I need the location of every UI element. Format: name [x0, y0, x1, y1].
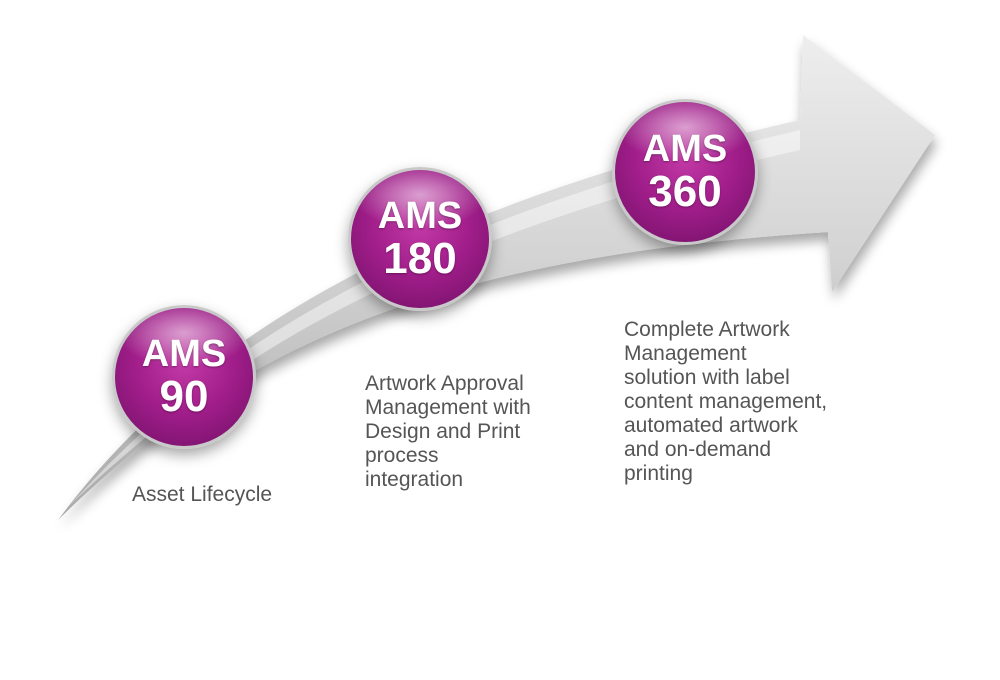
badge-label-product: AMS	[141, 333, 227, 375]
description-line: Complete Artwork	[624, 318, 790, 341]
badge-label-product: AMS	[642, 128, 728, 170]
ams-90-badge: AMS 90	[112, 305, 256, 449]
description-line: Management with	[365, 396, 531, 419]
badge-label-level: 360	[648, 167, 722, 216]
badge-label-product: AMS	[377, 195, 463, 237]
description-line: printing	[624, 462, 693, 485]
description-line: Management	[624, 342, 747, 365]
badge-label-level: 90	[159, 372, 209, 421]
ams-180-badge: AMS 180	[348, 167, 492, 311]
description-line: Asset Lifecycle	[132, 483, 273, 506]
description-line: process	[365, 444, 439, 467]
description-line: and on-demand	[624, 438, 772, 461]
description-line: content management,	[624, 390, 828, 413]
ams-180-description: Artwork Approval Management with Design …	[365, 372, 595, 492]
ams-360-badge: AMS 360	[612, 99, 758, 245]
description-line: Design and Print	[365, 420, 521, 443]
description-line: integration	[365, 468, 464, 491]
ams-90-description: Asset Lifecycle	[132, 483, 332, 507]
ams-360-description: Complete Artwork Management solution wit…	[624, 318, 884, 486]
description-line: automated artwork	[624, 414, 798, 437]
description-line: solution with label	[624, 366, 790, 389]
description-line: Artwork Approval	[365, 372, 524, 395]
badge-label-level: 180	[383, 234, 457, 283]
